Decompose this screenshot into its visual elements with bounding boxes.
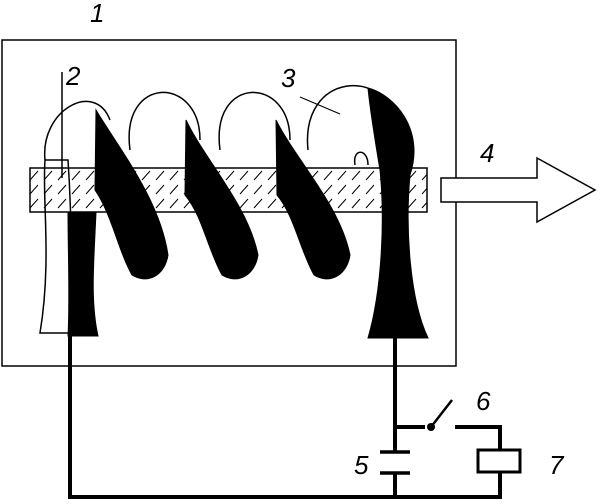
coil-left-terminal: [67, 211, 99, 337]
coil-back-loops: [44, 84, 391, 166]
label-coil: 3: [281, 63, 296, 93]
label-housing: 1: [90, 0, 104, 28]
capacitor-plates: [380, 450, 410, 475]
output-arrow: [440, 156, 597, 224]
coil-leader-line: [299, 96, 341, 115]
load-box: [476, 448, 522, 474]
label-load: 7: [549, 450, 565, 480]
label-switch: 6: [476, 386, 491, 416]
circuit-wires: [68, 336, 502, 499]
coil-front-turns: [94, 87, 429, 339]
switch-blade: [430, 399, 453, 428]
label-output: 4: [480, 138, 494, 168]
label-electrode: 2: [65, 61, 81, 91]
label-capacitor: 5: [354, 450, 369, 480]
